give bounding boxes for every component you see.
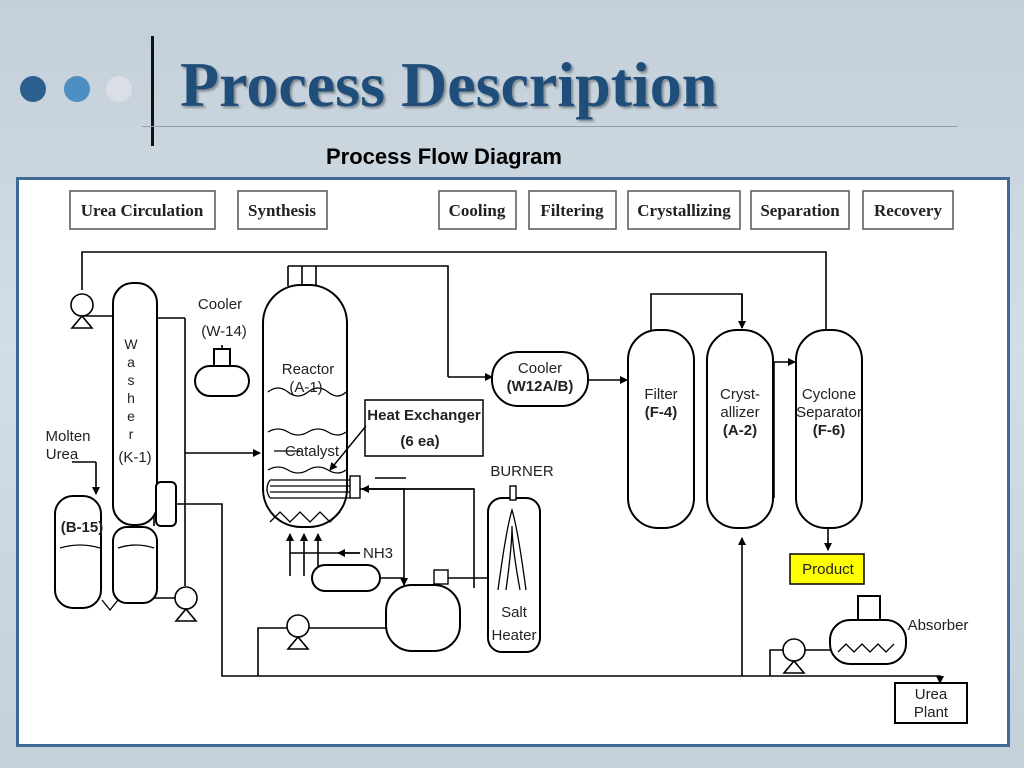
cooler-w14-nozzle [213, 348, 231, 367]
stage-label-urea-circulation: Urea Circulation [81, 201, 204, 220]
nh3-drum [311, 564, 381, 592]
absorber-nozzle [857, 595, 881, 621]
label-absorber: Absorber [908, 617, 969, 634]
label-product: Product [802, 561, 855, 578]
heat-exchanger-flange [349, 475, 361, 499]
bullet-dot-dark [20, 76, 46, 102]
tank-b15 [54, 495, 102, 609]
pump-salt [286, 614, 310, 650]
salt-tank-valve [433, 569, 449, 585]
label-catalyst: Catalyst [285, 443, 340, 460]
stage-box-cooling [438, 190, 517, 230]
label-washer-r: r [129, 426, 134, 442]
bullet-dot-light [106, 76, 132, 102]
slide-title: Process Description [180, 49, 718, 120]
washer-lower-level [117, 544, 155, 549]
heat-exchanger-pointer [329, 425, 367, 471]
pipe-bottom-main [156, 503, 941, 682]
absorber [829, 619, 907, 665]
urea-plant-box [894, 682, 968, 724]
label-cryst-2: allizer [720, 404, 759, 421]
burner-flame [497, 507, 527, 591]
label-washer-id: (K-1) [118, 449, 151, 466]
stage-label-filtering: Filtering [540, 201, 604, 220]
label-heat-exchanger-2: (6 ea) [400, 433, 439, 450]
label-heat-exchanger-1: Heat Exchanger [367, 407, 481, 424]
catalyst-bed-bottom [267, 466, 347, 474]
label-washer-s: s [128, 372, 135, 388]
pipe-filter-cryst [650, 293, 743, 330]
label-washer-e: e [127, 408, 135, 424]
label-b15: (B-15) [61, 519, 104, 536]
stage-label-recovery: Recovery [874, 201, 942, 220]
pipe-top-recycle [81, 251, 827, 335]
burner-nozzle [509, 485, 517, 501]
label-washer-h: h [127, 390, 135, 406]
label-cooler-w14-2: (W-14) [201, 323, 247, 340]
title-divider-vertical [151, 36, 154, 146]
label-washer-w: W [124, 336, 138, 352]
label-cooler-w12-2: (W12A/B) [507, 378, 574, 395]
salt-tank [385, 584, 461, 652]
cooler-w12ab [491, 351, 589, 407]
washer-drain [101, 599, 119, 612]
stage-label-synthesis: Synthesis [248, 201, 316, 220]
label-urea: Urea [46, 446, 79, 463]
pump-absorber [782, 638, 806, 674]
stage-box-synthesis [237, 190, 328, 230]
label-cryst-1: Cryst- [720, 386, 760, 403]
slide-subtitle: Process Flow Diagram [326, 144, 562, 169]
stage-label-separation: Separation [760, 201, 840, 220]
label-filter-1: Filter [644, 386, 677, 403]
stage-box-filtering [528, 190, 617, 230]
stage-box-urea-circulation [69, 190, 216, 230]
label-nh3: NH3 [363, 545, 393, 562]
stage-box-recovery [862, 190, 954, 230]
label-cooler-w14-1: Cooler [198, 296, 242, 313]
label-heater: Heater [491, 627, 536, 644]
absorber-packing [837, 643, 895, 653]
stage-box-crystallizing [627, 190, 741, 230]
label-cooler-w12-1: Cooler [518, 360, 562, 377]
label-filter-2: (F-4) [645, 404, 678, 421]
washer-k1 [112, 282, 158, 526]
bullet-dot-mid [64, 76, 90, 102]
label-cyclone-2: Separator [796, 404, 862, 421]
reactor-liquid-level [267, 387, 347, 397]
washer-lower-tank [112, 526, 158, 604]
reactor-a1 [262, 284, 348, 528]
label-cryst-3: (A-2) [723, 422, 757, 439]
cooler-w14 [194, 365, 250, 397]
pipe-reactor-outlet [288, 265, 449, 377]
pump-top-left [70, 293, 94, 329]
cyclone-f6 [795, 329, 863, 529]
pipe-absorber-feed [769, 649, 830, 676]
catalyst-bed-top [267, 428, 347, 436]
label-burner: BURNER [490, 463, 554, 480]
label-molten: Molten [45, 428, 90, 445]
reactor-distributor [269, 511, 341, 523]
filter-f4 [627, 329, 695, 529]
label-reactor-1: Reactor [282, 361, 335, 378]
label-urea-plant-2: Plant [914, 704, 949, 721]
title-underline [142, 126, 958, 127]
pipe-salt-pump [257, 627, 290, 676]
tank-b15-level [59, 544, 101, 549]
label-cyclone-3: (F-6) [813, 422, 846, 439]
label-reactor-2: (A-1) [289, 379, 322, 396]
heat-exchanger-tubes [266, 479, 350, 499]
stage-box-separation [750, 190, 850, 230]
crystallizer-a2 [706, 329, 774, 529]
label-washer-a: a [127, 354, 135, 370]
label-cyclone-1: Cyclone [802, 386, 856, 403]
stage-label-cooling: Cooling [449, 201, 506, 220]
pump-washer-bottom [174, 586, 198, 622]
stage-label-crystallizing: Crystallizing [637, 201, 731, 220]
label-urea-plant-1: Urea [915, 686, 948, 703]
label-salt: Salt [501, 604, 528, 621]
washer-side-vessel [155, 481, 177, 527]
product-box [789, 553, 865, 585]
heat-exchanger-callout [364, 399, 484, 457]
